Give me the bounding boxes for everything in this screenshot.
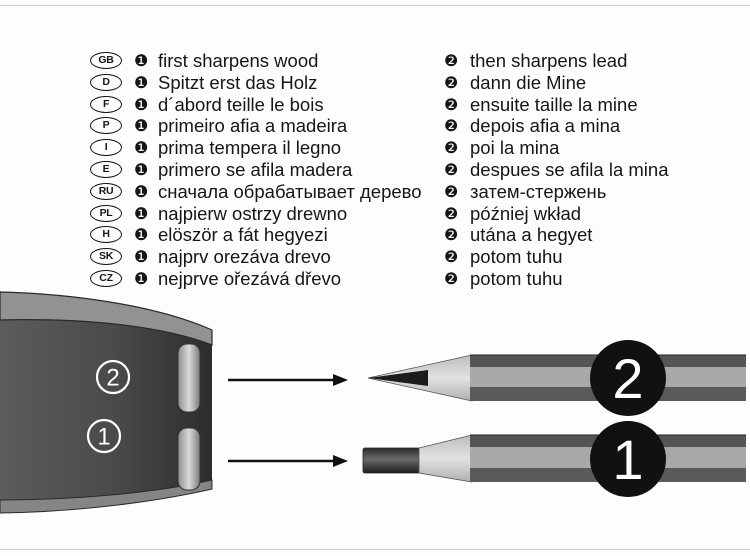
language-code-badge: SK [90,248,122,266]
step-one-text: d´abord teille le bois [158,93,324,115]
step-one-bullet: ❶ [134,247,149,267]
sharpener-top-rim [0,291,213,346]
step-one-bullet: ❶ [134,116,149,136]
sharpener-bottom-rim [0,479,213,514]
step-one-text: first sharpens wood [158,50,319,71]
sharpener-illustration: 2 1 2 [0,291,746,514]
step-two-bullet: ❷ [444,225,459,245]
step-one-text: najprv orezáva drevo [158,246,331,268]
step-one-bullet: ❶ [134,51,149,70]
language-code-badge: I [90,139,122,157]
step-two-bullet: ❷ [444,269,459,288]
step-two-bullet: ❷ [444,160,459,179]
arrow-lower-icon [228,455,348,467]
step-two-text: then sharpens lead [470,50,628,71]
pencil-upper-lead-tip [368,370,428,386]
step-one-bullet: ❶ [134,94,149,114]
hole-upper-number: 2 [106,365,119,392]
language-code-badge: E [90,161,122,178]
language-code-badge: H [90,226,122,244]
scan-edge-line-bottom [0,549,750,550]
pencil-lower-lead [362,447,421,474]
arrow-upper-icon [228,374,348,386]
step-two-bullet: ❷ [444,116,459,136]
step-one-text: prima tempera il legno [158,137,342,159]
step-two-text: potom tuhu [470,246,563,268]
step-one-text: najpierw ostrzy drewno [158,202,348,224]
step-two-bullet: ❷ [444,203,459,223]
language-instruction-list: GB ❶ first sharpens wood ❷ then sharpens lea… [0,50,750,290]
sharpener-main-body [0,300,212,513]
step-one-text: сначала обрабатывает дерево [158,180,422,202]
step-two-bullet: ❷ [444,247,459,267]
step-one-bullet: ❶ [134,160,149,179]
language-code-badge: D [90,73,122,91]
step-two-text: dann die Mine [470,71,587,93]
instruction-row: RU ❶ сначала обрабатывает дерево ❷ затем-сте… [0,181,750,203]
step-two-text: ensuite taille la mine [470,93,638,115]
step-one-text: Spitzt erst das Holz [158,71,318,93]
language-code-badge: RU [90,182,122,200]
step-two-text: potom tuhu [470,268,563,289]
sharpener-hole-upper [177,343,201,413]
language-code-badge: F [90,95,122,113]
step-one-bullet: ❶ [134,269,149,288]
step-one-text: primero se afila madera [158,159,353,180]
pencil-upper: 2 [367,340,746,416]
pencil-upper-number: 2 [612,347,643,410]
step-two-bullet: ❷ [444,138,459,158]
step-one-text: primeiro afia a madeira [158,115,348,137]
step-two-text: depois afia a mina [470,115,621,137]
step-one-bullet: ❶ [134,72,149,92]
step-one-bullet: ❶ [134,138,149,158]
sharpener-hole-lower [177,427,201,491]
step-two-bullet: ❷ [444,181,459,201]
step-two-text: później wkład [470,202,582,224]
step-one-bullet: ❶ [134,225,149,245]
step-two-bullet: ❷ [444,94,459,114]
instruction-row: SK ❶ najprv orezáva drevo ❷ potom tuhu [0,246,750,268]
hole-upper-number-ring [95,359,131,395]
hole-lower-number-ring [86,418,122,454]
language-code-badge: P [90,117,122,135]
pencil-lower-wood-cone [418,434,473,483]
step-one-bullet: ❶ [134,181,149,201]
language-code-badge: PL [90,204,122,222]
step-two-text: poi la mina [470,137,560,159]
scan-edge-line-top [0,5,750,6]
step-two-text: despues se afila la mina [470,159,669,180]
instruction-row: CZ ❶ nejprve ořezává dřevo ❷ potom tuhu [0,268,750,290]
step-one-bullet: ❶ [134,203,149,223]
step-two-bullet: ❷ [444,72,459,92]
step-two-text: затем-стержень [470,180,607,202]
language-code-badge: CZ [90,270,122,287]
step-one-text: elöször a fát hegyezi [158,224,328,246]
step-two-bullet: ❷ [444,51,459,70]
pencil-lower-number-badge [590,421,666,497]
language-code-badge: GB [90,52,122,69]
hole-lower-number: 1 [97,424,110,451]
pencil-lower-number: 1 [612,428,643,491]
instruction-row: PL ❶ najpierw ostrzy drewno ❷ później wkład [0,203,750,225]
step-one-text: nejprve ořezává dřevo [158,268,342,289]
sharpener-body: 2 1 [0,291,213,514]
instruction-row: GB ❶ first sharpens wood ❷ then sharpens lea… [0,50,750,72]
pencil-lower: 1 [362,421,746,497]
pencil-upper-number-badge [590,340,666,416]
step-two-text: utána a hegyet [470,224,593,246]
